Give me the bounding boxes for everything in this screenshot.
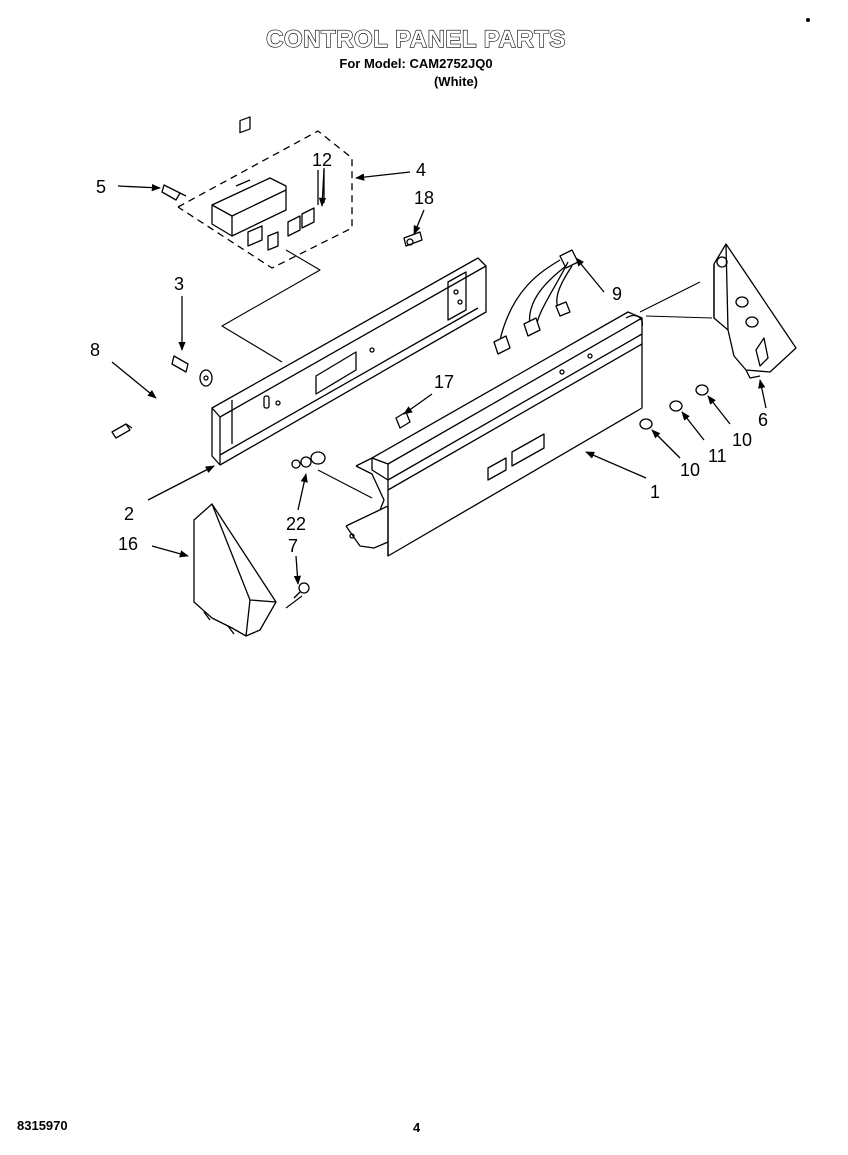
corner-mark bbox=[806, 18, 810, 22]
callout-9: 9 bbox=[612, 284, 622, 304]
screw-5 bbox=[161, 184, 187, 201]
callout-4: 4 bbox=[416, 160, 426, 180]
switch-assembly-box bbox=[177, 116, 353, 363]
callout-3: 3 bbox=[174, 274, 184, 294]
callout-17: 17 bbox=[434, 372, 454, 392]
diagram-title: CONTROL PANEL PARTS bbox=[266, 25, 566, 53]
screw-10-lower bbox=[639, 418, 653, 430]
screw-7 bbox=[293, 582, 310, 599]
callout-10-lower: 10 bbox=[680, 460, 700, 480]
console-back-rail bbox=[211, 257, 487, 466]
clip-8 bbox=[111, 423, 133, 439]
screw-11 bbox=[669, 400, 683, 412]
screw-18 bbox=[403, 231, 423, 247]
callout-1: 1 bbox=[650, 482, 660, 502]
callout-11: 11 bbox=[708, 446, 727, 466]
callout-5: 5 bbox=[96, 177, 106, 197]
callout-18: 18 bbox=[414, 188, 434, 208]
left-end-cap bbox=[193, 503, 277, 637]
callout-7: 7 bbox=[288, 536, 298, 556]
screw-10-upper bbox=[695, 384, 709, 396]
callout-6: 6 bbox=[758, 410, 768, 430]
page-number: 4 bbox=[413, 1120, 421, 1135]
clip-22 bbox=[291, 451, 326, 469]
callout-10-upper: 10 bbox=[732, 430, 752, 450]
wire-harness bbox=[493, 249, 579, 355]
callout-22: 22 bbox=[286, 514, 306, 534]
callout-8: 8 bbox=[90, 340, 100, 360]
callout-12: 12 bbox=[312, 150, 332, 170]
color-line: (White) bbox=[433, 74, 479, 89]
right-end-cap bbox=[713, 243, 797, 379]
clip-17 bbox=[395, 411, 411, 429]
model-line: For Model: CAM2752JQ0 bbox=[339, 56, 493, 71]
document-number: 8315970 bbox=[17, 1118, 68, 1133]
callout-2: 2 bbox=[124, 504, 134, 524]
screw-3 bbox=[171, 355, 213, 387]
control-panel bbox=[345, 311, 643, 557]
callout-16: 16 bbox=[118, 534, 138, 554]
